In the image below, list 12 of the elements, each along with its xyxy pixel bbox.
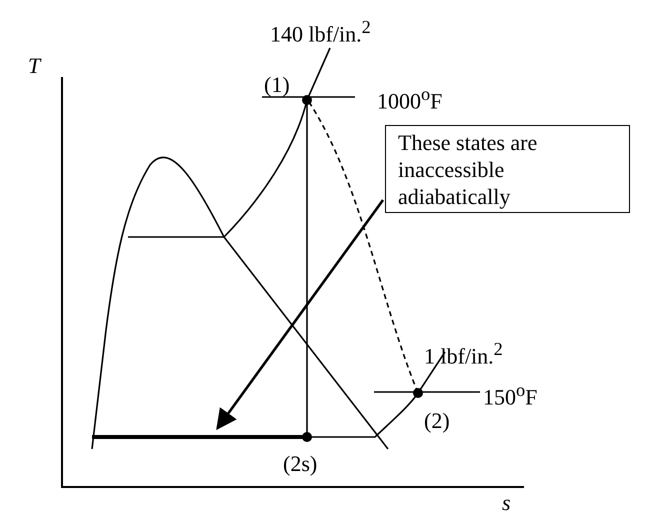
axis-label: T (28, 55, 40, 77)
pressure-label: 1 lbf/in.$^{2}$ (424, 340, 503, 368)
state-label: (1) (264, 74, 290, 96)
axis-label: s (502, 492, 511, 514)
state-label: (2) (424, 410, 450, 432)
arrow (216, 199, 384, 430)
temperature-label: 1000$^{o}$F (377, 85, 442, 112)
state-label: (2s) (283, 453, 318, 475)
callout-box: These states are inaccessible adiabatically (385, 125, 630, 213)
thick-line-segment (92, 435, 305, 439)
temperature-label: 150$^{o}$F (483, 381, 538, 408)
pressure-label: 140 lbf/in.$^{2}$ (270, 18, 371, 46)
